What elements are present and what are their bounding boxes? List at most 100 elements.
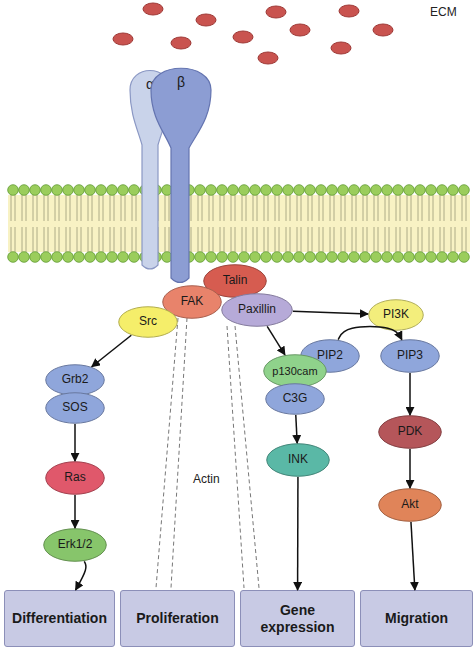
membrane-core: [8, 195, 470, 252]
signal-arrow: [411, 522, 415, 590]
lipid-tail: [55, 227, 56, 252]
lipid-tail: [26, 195, 27, 221]
lipid-tail: [312, 195, 313, 221]
lipid-tail: [290, 227, 291, 252]
ecm-label: ECM: [430, 5, 457, 19]
signal-arrow: [409, 373, 411, 415]
lipid-tail: [103, 227, 104, 252]
lipid-tail: [246, 227, 247, 252]
lipid-head: [195, 252, 206, 263]
lipid-head: [228, 252, 239, 263]
lipid-tail: [378, 227, 379, 252]
ecm-particle: [171, 37, 191, 49]
lipid-tail: [297, 195, 298, 221]
ecm-particle: [258, 52, 278, 64]
lipid-tail: [77, 195, 78, 221]
lipid-tail: [400, 227, 401, 252]
erk-protein: Erk1/2: [43, 528, 107, 562]
grb2-protein-outline: [46, 365, 105, 396]
lipid-tail: [15, 195, 16, 221]
lipid-head: [316, 252, 327, 263]
lipid-tail: [264, 227, 265, 252]
lipid-tail: [444, 227, 445, 252]
lipid-head: [217, 252, 228, 263]
lipid-head: [360, 185, 371, 196]
ecm-particle: [331, 42, 351, 54]
lipid-tail: [33, 195, 34, 221]
lipid-tail: [253, 195, 254, 221]
node-text: FAK: [181, 295, 204, 309]
node-text: PIP2: [317, 349, 343, 363]
outcome-box: Migration: [360, 590, 473, 647]
lipid-tail: [202, 227, 203, 252]
lipid-tail: [330, 195, 331, 221]
lipid-tail: [323, 195, 324, 221]
lipid-tail: [70, 227, 71, 252]
lipid-head: [8, 252, 19, 263]
node-text: Paxillin: [238, 303, 276, 317]
lipid-tail: [110, 195, 111, 221]
lipid-tail: [356, 195, 357, 221]
lipid-head: [63, 252, 74, 263]
lipid-head: [272, 252, 283, 263]
lipid-tail: [132, 195, 133, 221]
lipid-tail: [363, 227, 364, 252]
lipid-tail: [224, 195, 225, 221]
lipid-tail: [136, 227, 137, 252]
lipid-tail: [132, 227, 133, 252]
lipid-tail: [466, 195, 467, 221]
lipid-tail: [242, 227, 243, 252]
lipid-head: [283, 185, 294, 196]
signal-arrow: [293, 311, 368, 314]
lipid-tail: [92, 227, 93, 252]
lipid-tail: [422, 227, 423, 252]
lipid-tail: [389, 227, 390, 252]
lipid-head: [195, 185, 206, 196]
lipid-head: [426, 185, 437, 196]
lipid-head: [404, 252, 415, 263]
lipid-tail: [253, 227, 254, 252]
node-text: Gene expression: [249, 602, 346, 634]
lipid-head: [63, 185, 74, 196]
sos-protein-outline: [46, 393, 105, 424]
ecm-particle: [113, 33, 133, 45]
paxillin-protein-outline: [222, 294, 293, 327]
lipid-head: [316, 185, 327, 196]
lipid-tail: [125, 195, 126, 221]
lipid-tail: [286, 227, 287, 252]
lipid-head: [129, 185, 140, 196]
lipid-head: [459, 252, 470, 263]
lipid-head: [41, 252, 52, 263]
lipid-head: [360, 252, 371, 263]
lipid-head: [371, 252, 382, 263]
lipid-tail: [165, 195, 166, 221]
lipid-tail: [268, 195, 269, 221]
lipid-tail: [202, 195, 203, 221]
lipid-tail: [455, 195, 456, 221]
lipid-tail: [407, 195, 408, 221]
lipid-tail: [88, 227, 89, 252]
lipid-tail: [341, 195, 342, 221]
lipid-tail: [451, 227, 452, 252]
lipid-head: [294, 252, 305, 263]
signal-arrow: [92, 335, 132, 366]
lipid-tail: [59, 195, 60, 221]
lipid-tail: [411, 195, 412, 221]
lipid-tail: [440, 195, 441, 221]
lipid-tail: [268, 227, 269, 252]
lipid-head: [30, 252, 41, 263]
lipid-tail: [422, 195, 423, 221]
lipid-tail: [385, 195, 386, 221]
node-text: Grb2: [62, 373, 89, 387]
lipid-tail: [363, 195, 364, 221]
lipid-tail: [297, 227, 298, 252]
lipid-tail: [301, 195, 302, 221]
ras-protein-outline: [46, 462, 105, 495]
lipid-head: [448, 252, 459, 263]
lipid-head: [239, 185, 250, 196]
lipid-head: [228, 185, 239, 196]
lipid-head: [85, 185, 96, 196]
lipid-tail: [407, 227, 408, 252]
lipid-tail: [220, 195, 221, 221]
lipid-tail: [279, 227, 280, 252]
